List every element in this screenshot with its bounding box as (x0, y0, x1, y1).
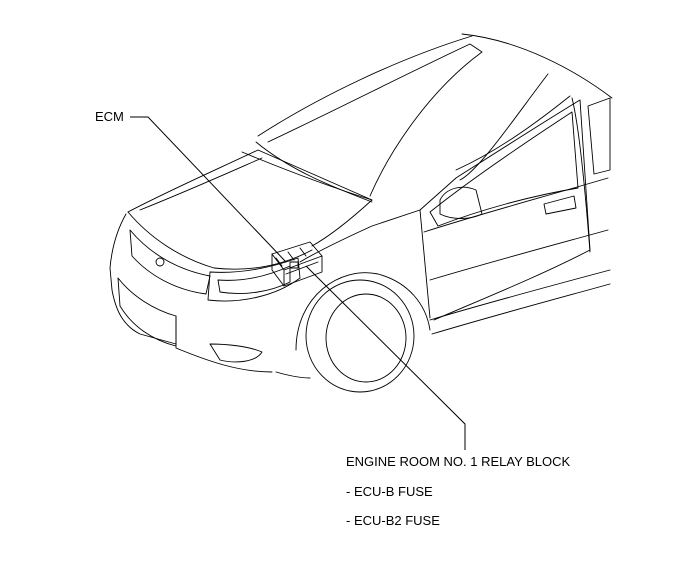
leader-lines (130, 116, 466, 450)
ecm-label: ECM (95, 109, 124, 124)
wheel-arch (295, 272, 431, 351)
hood-outline (127, 149, 373, 247)
roof-edge (461, 33, 613, 99)
lower-side-skirt (275, 371, 311, 379)
relay-block-leader-line (305, 265, 466, 450)
rocker-panel-2 (431, 283, 611, 335)
fuse-label-ecu-b: - ECU-B FUSE (346, 484, 433, 499)
hood-crease (139, 157, 263, 211)
relay-block-icon (271, 241, 323, 287)
windshield-outline (257, 35, 473, 137)
emblem-icon (155, 257, 165, 267)
ecm-leader-line (130, 116, 287, 263)
rocker-panel (429, 269, 611, 321)
hood-front-edge (127, 211, 313, 270)
front-door (419, 99, 591, 321)
headlamp-inner (217, 265, 291, 294)
b-pillar (571, 97, 591, 253)
fog-lamp (209, 343, 263, 363)
beltline (423, 177, 609, 233)
front-wheel-rim (325, 293, 407, 383)
vehicle-outline (109, 33, 613, 393)
door-handle (543, 195, 577, 215)
mirror (439, 186, 483, 219)
headlamp (207, 257, 301, 302)
door-window (429, 111, 579, 227)
roof-rail-2 (455, 95, 571, 171)
body-side-crease (429, 229, 609, 281)
fuse-label-ecu-b2: - ECU-B2 FUSE (346, 513, 440, 528)
relay-block-label: ENGINE ROOM NO. 1 RELAY BLOCK (346, 454, 571, 469)
front-fascia (109, 213, 177, 345)
roof-rail (459, 73, 549, 181)
wiper-line (255, 141, 373, 203)
front-fender (299, 209, 431, 319)
a-pillar-inner (267, 43, 483, 197)
grille-upper (129, 229, 211, 295)
windshield-lower (241, 151, 373, 201)
bumper-lower (175, 315, 273, 373)
front-tire (305, 279, 415, 393)
rear-window (587, 97, 611, 175)
